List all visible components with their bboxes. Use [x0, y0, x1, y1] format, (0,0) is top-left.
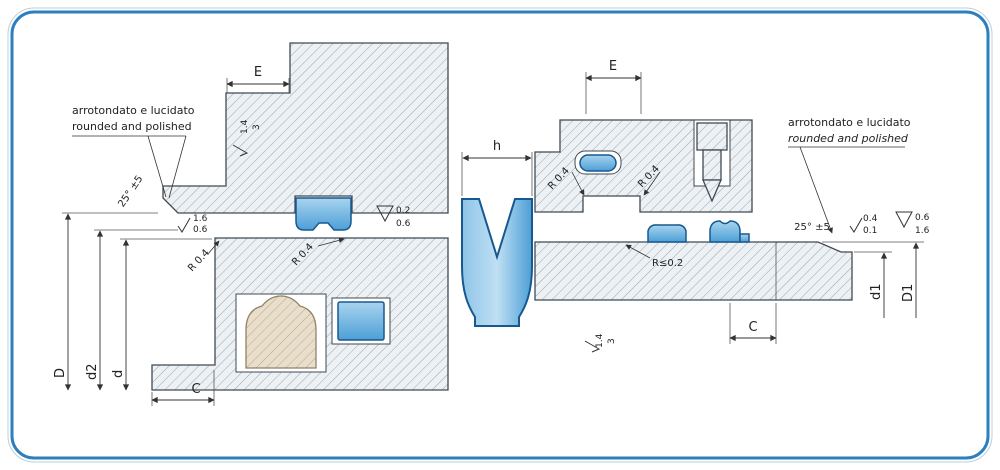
- leader-line: [643, 171, 661, 196]
- note-line-2: rounded and polished: [72, 120, 192, 133]
- left-finish-bore: 1.6 0.6: [177, 214, 208, 235]
- seal-dim-h: h: [461, 139, 533, 196]
- dim-label-D1: D1: [901, 284, 916, 302]
- page-border: [10, 10, 990, 460]
- leader-line: [207, 240, 220, 255]
- dim-label-E: E: [254, 65, 262, 80]
- right-screw-head: [696, 122, 728, 151]
- leader-line: [799, 146, 833, 234]
- dim-label-d1: d1: [869, 283, 884, 300]
- leader-line: [317, 237, 345, 247]
- right-radius-small: R≤0.2: [625, 244, 683, 269]
- seal-cross-section: [461, 198, 533, 327]
- left-rod-seal-blue: [337, 301, 385, 341]
- leader-line: [625, 244, 651, 259]
- dim-label-h: h: [493, 139, 501, 154]
- right-view: E R 0.4 R 0.4 R≤0.2 arrotondato e lucida…: [534, 59, 930, 353]
- dim-label-d2: d2: [85, 363, 100, 380]
- leader-line: [168, 135, 187, 199]
- right-dim-E: E: [585, 59, 642, 114]
- finish-value: 3: [607, 338, 617, 344]
- right-finish-bottom: 1.4 3: [584, 333, 617, 353]
- surface-finish-icon: [376, 205, 394, 223]
- page-border-outer: [7, 7, 993, 463]
- right-port-seal: [579, 154, 617, 172]
- surface-finish-icon: [177, 217, 191, 233]
- left-finish-top: 1.4 3: [232, 119, 262, 157]
- right-dim-C: C: [729, 303, 777, 344]
- finish-value: 1.4: [240, 119, 250, 134]
- left-dim-D: D: [53, 212, 158, 391]
- right-dim-D1: D1: [822, 241, 924, 318]
- right-finish-chamfer: 0.4 0.1: [849, 214, 878, 236]
- right-screw-shaft: [702, 149, 722, 181]
- finish-value: 0.6: [915, 213, 930, 223]
- left-dim-d2: d2: [85, 229, 178, 391]
- left-wiper-seal-beige: [245, 295, 317, 369]
- angle-label: 25° ±5: [794, 222, 830, 233]
- right-note: arrotondato e lucidato rounded and polis…: [788, 116, 911, 234]
- left-view: E 1.4 3 arrotondato e lucidato rounded a…: [53, 42, 449, 406]
- finish-value: 0.4: [863, 214, 878, 224]
- left-dim-d: d: [111, 238, 212, 391]
- right-finish-end: 0.6 1.6: [895, 211, 930, 236]
- finish-value: 0.6: [396, 219, 411, 229]
- surface-finish-icon: [232, 144, 249, 157]
- dim-label-C: C: [191, 382, 200, 397]
- right-rod-seal-a: [647, 224, 687, 243]
- finish-value: 0.6: [193, 225, 208, 235]
- note-line-1: arrotondato e lucidato: [72, 104, 195, 117]
- dim-label-C: C: [748, 320, 757, 335]
- right-rod-section: [534, 241, 853, 301]
- note-line-2: rounded and polished: [788, 132, 909, 145]
- left-finish-groove: 0.2 0.6: [376, 205, 411, 229]
- dim-label-E: E: [609, 59, 617, 74]
- finish-value: 1.6: [915, 226, 930, 236]
- finish-value: 0.2: [396, 206, 410, 216]
- left-groove-seal: [295, 197, 352, 231]
- right-dim-d1: d1: [854, 251, 892, 318]
- finish-value: 3: [252, 124, 262, 130]
- right-rod-seal-b: [709, 220, 741, 243]
- right-screw-tip: [702, 179, 722, 203]
- left-dim-E: E: [226, 65, 290, 93]
- finish-value: 1.6: [193, 214, 208, 224]
- leader-line: [147, 135, 167, 198]
- left-dim-C: C: [151, 370, 215, 406]
- left-housing-section: [162, 42, 449, 214]
- dim-label-D: D: [53, 368, 68, 378]
- surface-finish-icon: [584, 340, 601, 353]
- surface-finish-icon: [849, 217, 863, 233]
- note-line-1: arrotondato e lucidato: [788, 116, 911, 129]
- surface-finish-icon: [895, 211, 913, 229]
- finish-value: 0.1: [863, 226, 877, 236]
- seal-profile: h: [461, 139, 533, 327]
- radius-label: R≤0.2: [652, 258, 683, 269]
- finish-value: 1.4: [595, 333, 605, 348]
- dim-label-d: d: [111, 370, 126, 378]
- right-rod-seal-b-tail: [739, 233, 750, 243]
- leader-line: [571, 171, 585, 196]
